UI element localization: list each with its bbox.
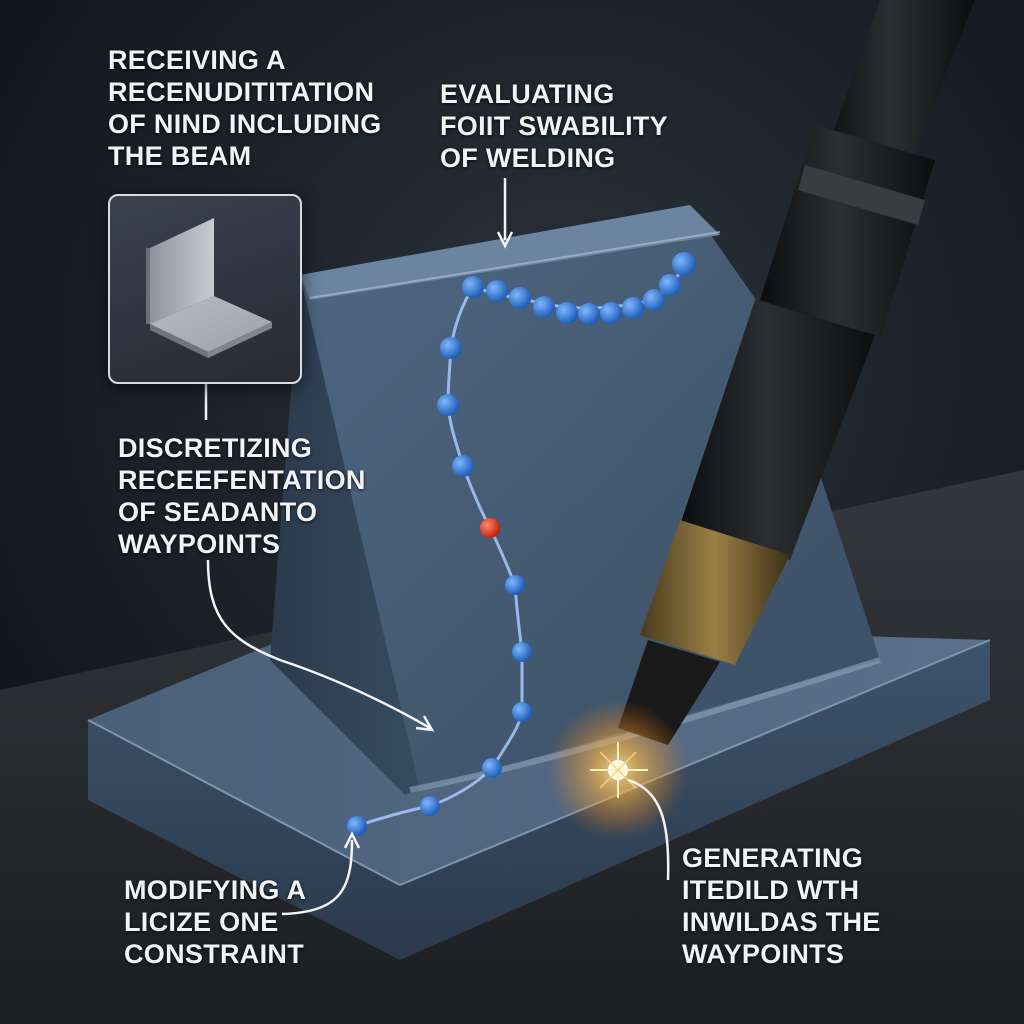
connector-discretizing-arrow: [415, 715, 435, 732]
label-line: MODIFYING A: [124, 875, 307, 905]
waypoint: [512, 642, 532, 662]
label-line: OF WELDING: [440, 143, 616, 173]
label-line: WAYPOINTS: [118, 529, 281, 559]
waypoint: [622, 297, 644, 319]
label-line: ITEDILD WTH: [682, 875, 860, 905]
base-plate-front: [88, 640, 990, 960]
web-top-edge: [300, 205, 720, 300]
waypoints: [347, 252, 696, 836]
l-bracket-3d-icon: [146, 218, 272, 358]
waypoint: [462, 276, 484, 298]
label-line: CONSTRAINT: [124, 939, 304, 969]
label-modifying-constraint: MODIFYING A LICIZE ONE CONSTRAINT: [124, 874, 306, 970]
waypoint: [578, 303, 600, 325]
connector-discretizing: [206, 559, 431, 730]
label-line: DISCRETIZING: [118, 433, 313, 463]
label-evaluating-welding: EVALUATING FOIIT SWABILITY OF WELDING: [440, 78, 668, 174]
label-line: RECEIVING A: [108, 45, 286, 75]
label-line: EVALUATING: [440, 79, 615, 109]
connector-generating: [627, 778, 670, 881]
torch-nozzle: [640, 520, 790, 665]
waypoint: [672, 252, 696, 276]
label-line: RECEEFENTATION: [118, 465, 366, 495]
waypoint: [659, 274, 681, 296]
waypoint: [482, 758, 502, 778]
label-generating-weld: GENERATING ITEDILD WTH INWILDAS THE WAYP…: [682, 842, 881, 970]
weld-spark: [548, 700, 688, 840]
label-line: GENERATING: [682, 843, 864, 873]
waypoint: [452, 455, 474, 477]
label-line: OF SEADANTO: [118, 497, 318, 527]
label-line: LICIZE ONE: [124, 907, 279, 937]
waypoint: [512, 702, 532, 722]
label-line: FOIIT SWABILITY: [440, 111, 668, 141]
label-line: WAYPOINTS: [682, 939, 845, 969]
base-plate-edge-right: [399, 639, 991, 886]
waypoint: [600, 302, 622, 324]
waypoint: [533, 296, 555, 318]
welding-torch: [618, 0, 975, 745]
torch-neck: [680, 300, 875, 560]
waypoint: [437, 394, 459, 416]
connector-modifying: [281, 839, 354, 916]
waypoint: [420, 796, 440, 816]
waypoint: [486, 280, 508, 302]
waypoint: [347, 816, 367, 836]
waypoint: [556, 302, 578, 324]
connector-evaluating-arrow: [496, 231, 514, 249]
connector-modifying-arrow: [343, 831, 361, 849]
base-plate-edge: [87, 719, 401, 886]
waypoint: [440, 337, 462, 359]
label-line: THE BEAM: [108, 141, 252, 171]
waypoint: [509, 287, 531, 309]
waypoint: [505, 575, 525, 595]
beam-model-inset: [108, 194, 302, 384]
label-discretizing-waypoints: DISCRETIZING RECEEFENTATION OF SEADANTO …: [118, 432, 366, 560]
label-line: RECENUDITITATION: [108, 77, 375, 107]
waypoint-highlighted: [480, 518, 500, 538]
waypoint: [643, 289, 665, 311]
label-line: OF NIND INCLUDING: [108, 109, 382, 139]
torch-ring: [798, 165, 925, 225]
label-receiving-beam: RECEIVING A RECENUDITITATION OF NIND INC…: [108, 44, 382, 172]
weld-seam-top: [309, 231, 721, 299]
label-line: INWILDAS THE: [682, 907, 881, 937]
